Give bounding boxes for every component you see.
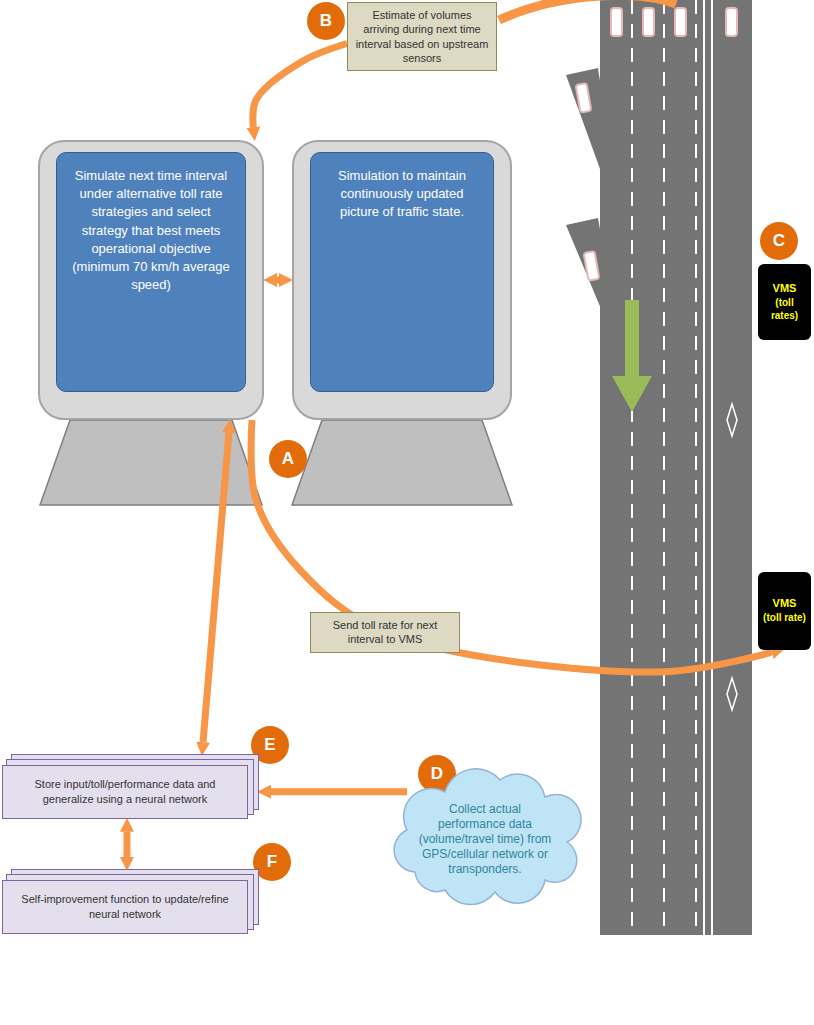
callout-letter: C [773,231,785,251]
computer-screen: Simulate next time interval under altern… [38,140,264,420]
node-text: Store input/toll/performance data and ge… [11,777,239,807]
traffic-direction-arrow [612,300,652,412]
car [576,83,592,112]
callout-letter: E [264,735,275,755]
monitor-stand [292,420,512,505]
flow-arrow [271,788,407,795]
flow-arrow [251,420,772,672]
buffer-line [703,0,705,935]
node-text: Self-improvement function to update/refi… [11,892,239,922]
flow-arrow [277,277,279,284]
callout-letter: F [267,852,277,872]
sensor-feed-arrow [499,0,676,20]
callout-circle: E [251,726,289,764]
road [566,0,752,935]
screen-panel: Simulation to maintain continuously upda… [310,152,494,392]
node-text: VMS [773,597,797,609]
function-stack: Self-improvement function to update/refi… [2,880,248,934]
car [675,8,686,36]
node-text: (toll rates) [761,297,808,322]
node-text: (toll rate) [763,612,806,625]
estimate-box: Estimate of volumes arriving during next… [347,2,497,71]
lane-line [695,0,697,935]
node-text: VMS [773,282,797,294]
callout-circle: C [760,222,798,260]
callout-circle: B [307,2,345,40]
node-text: Collect actual performance data (volume/… [417,802,553,877]
hov-diamond [727,678,737,710]
car [643,8,654,36]
callout-letter: D [431,764,443,784]
edge-label: Send toll rate for next interval to VMS [310,612,460,653]
car [584,251,600,280]
flow-arrow [253,44,347,128]
buffer-line [711,0,713,935]
node-text: Estimate of volumes arriving during next… [355,8,489,65]
cloud-shape [394,769,581,905]
node-text: Simulate next time interval under altern… [69,167,233,294]
flow-arrow [124,832,131,857]
data-cloud: Collect actual performance data (volume/… [385,752,585,907]
data-store-stack: Store input/toll/performance data and ge… [2,765,248,819]
callout-circle: A [269,440,307,478]
computer-screen: Simulation to maintain continuously upda… [292,140,512,420]
car [611,8,622,36]
flow-arrow [203,433,229,742]
car [726,8,737,36]
roadway [600,0,752,935]
callout-letter: B [320,11,332,31]
callout-letter: A [282,449,294,469]
screen-panel: Simulate next time interval under altern… [56,152,246,392]
vms-sign: VMS (toll rates) [758,264,811,340]
vms-sign: VMS (toll rate) [758,572,811,650]
hov-diamond [727,404,737,436]
lane-line [663,0,665,935]
lane-line [631,0,633,935]
node-text: Simulation to maintain continuously upda… [323,167,481,222]
callout-circle: F [253,843,291,881]
